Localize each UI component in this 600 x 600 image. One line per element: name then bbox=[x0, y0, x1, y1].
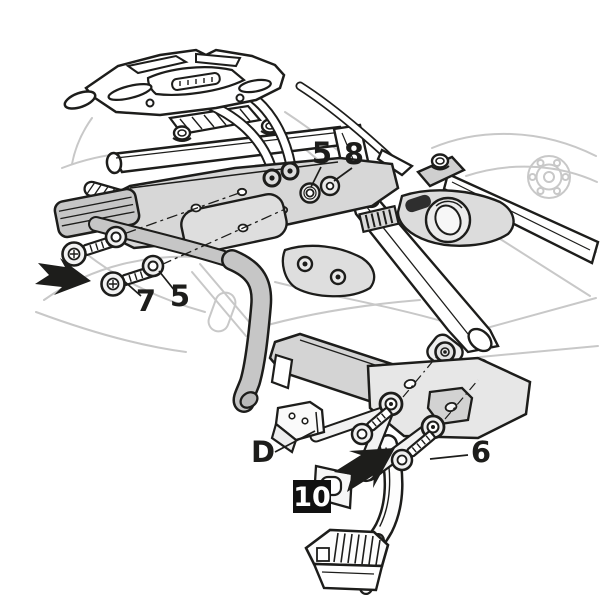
leader-line bbox=[310, 166, 322, 188]
callout-label-nut-top: 8 bbox=[344, 137, 364, 171]
rack-assembly bbox=[63, 48, 414, 197]
lower-bracket-assembly: 10 D 6 bbox=[251, 332, 532, 595]
alignment-axis-line bbox=[402, 354, 439, 398]
washer-part-5-upper-left bbox=[104, 225, 128, 249]
screw-bracket-upper bbox=[350, 407, 393, 446]
serrated-block bbox=[358, 204, 400, 234]
svg-text:10: 10 bbox=[293, 482, 331, 513]
alignment-axis-line bbox=[444, 379, 479, 420]
left-fasteners: 7 5 bbox=[35, 191, 284, 318]
callout-label-screw-left: 7 bbox=[136, 284, 156, 318]
corner-tab bbox=[426, 386, 474, 426]
push-direction-arrow-left-icon bbox=[35, 258, 91, 295]
d-bracket bbox=[270, 400, 326, 454]
leader-line bbox=[333, 167, 353, 182]
rubber-foot-pad bbox=[304, 528, 390, 592]
rack-platform bbox=[63, 48, 286, 117]
top-callouts: 5 8 bbox=[310, 136, 364, 188]
callout-label-washer-top: 5 bbox=[312, 136, 332, 170]
push-direction-arrow-bottom-icon bbox=[334, 448, 395, 492]
leader-line bbox=[123, 280, 142, 297]
grab-rail-mount bbox=[281, 244, 376, 298]
leader-line bbox=[158, 270, 176, 292]
frame-clamp bbox=[416, 153, 466, 188]
callout-label-washer-left: 5 bbox=[170, 279, 190, 313]
leader-line bbox=[274, 430, 316, 453]
background-bodywork bbox=[35, 111, 599, 358]
washer-part-5-top bbox=[299, 182, 321, 204]
rear-suspension-mechanism bbox=[358, 153, 515, 247]
washer-part-5-lower-left bbox=[141, 254, 165, 278]
callout-label-d: D bbox=[251, 435, 275, 469]
leader-line bbox=[429, 454, 469, 460]
step-10-badge: 10 bbox=[293, 480, 331, 513]
callout-label-6: 6 bbox=[471, 435, 491, 469]
support-arm-tube bbox=[88, 216, 273, 413]
screw-bracket-lower bbox=[390, 430, 436, 472]
